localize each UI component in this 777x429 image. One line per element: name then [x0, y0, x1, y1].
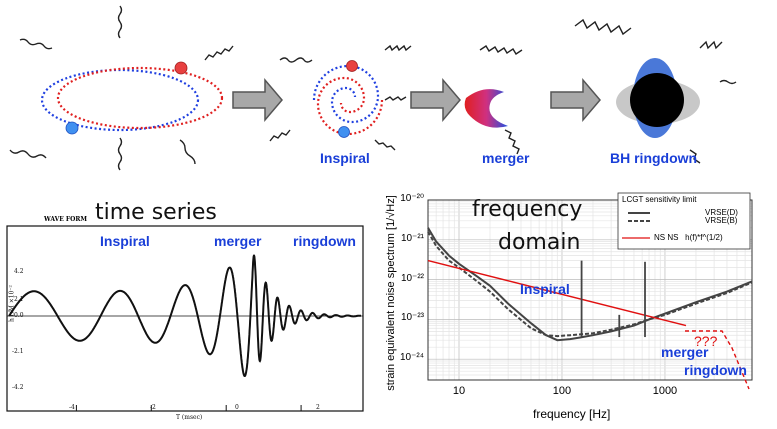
legend-vrse-b: VRSE(B) — [705, 216, 738, 225]
black-hole-diagram — [574, 18, 737, 164]
wave-line — [504, 129, 520, 155]
fd-merger-label: merger — [661, 344, 709, 360]
frequency-heading-line2: domain — [498, 230, 581, 255]
fd-y-tick-label: 10⁻²⁰ — [400, 193, 424, 204]
stage-label-merger: merger — [482, 150, 530, 166]
inspiral-diagram — [269, 44, 412, 151]
legend-ns-signal: NS NS h(f)*f^(1/2) — [654, 233, 723, 242]
fd-x-tick-label: 10 — [452, 385, 466, 397]
ts-xtick: -4 — [69, 404, 75, 411]
ts-merger-label: merger — [214, 233, 262, 249]
wave-line — [269, 129, 291, 142]
wave-line — [384, 44, 412, 52]
fd-x-axis-label: frequency [Hz] — [533, 407, 611, 421]
ts-xtick: 0 — [235, 404, 239, 411]
fd-y-tick-label: 10⁻²² — [400, 272, 424, 284]
wave-line — [117, 137, 123, 171]
ts-ringdown-label: ringdown — [293, 233, 356, 249]
ts-inspiral-label: Inspiral — [100, 233, 150, 249]
wave-line — [719, 79, 737, 85]
wave-line — [204, 45, 234, 61]
wave-line — [179, 139, 196, 165]
wave-line — [9, 149, 47, 159]
wave-line — [117, 5, 123, 39]
fd-y-tick-label: 10⁻²⁴ — [399, 352, 424, 364]
binary-orbit-diagram — [9, 5, 234, 171]
frequency-plot-frame — [427, 199, 753, 381]
fd-y-tick-label: 10⁻²³ — [400, 312, 424, 324]
blue-star — [338, 126, 350, 138]
wave-line — [689, 149, 701, 164]
wave-line — [479, 45, 523, 55]
legend-vrse-d: VRSE(D) — [705, 208, 738, 217]
wave-line — [384, 96, 407, 101]
ts-xtick: 2 — [316, 404, 320, 411]
fd-y-tick-label: 10⁻²¹ — [400, 232, 424, 244]
progression-arrow — [232, 77, 283, 123]
frequency-series — [427, 227, 753, 342]
wave-line — [374, 139, 396, 151]
ts-ytick: 4.2 — [14, 268, 24, 275]
ts-ytick: -2.1 — [12, 348, 24, 355]
ts-ytick: 2.1 — [14, 296, 24, 303]
wave-line — [279, 57, 313, 63]
unknown-question-marks: ??? — [694, 333, 718, 349]
ts-ytick: 0.0 — [14, 312, 24, 319]
legend-title: LCGT sensitivity limit — [622, 195, 697, 204]
ts-x-axis-label: T (msec) — [176, 414, 203, 421]
fd-x-tick-label: 100 — [552, 385, 572, 397]
time-series-heading: time series — [95, 200, 217, 225]
legend-box — [617, 192, 751, 250]
ts-ytick: -4.2 — [12, 384, 24, 391]
progression-arrow — [550, 77, 601, 123]
stage-label-inspiral: Inspiral — [320, 150, 370, 166]
ns-signal-line — [427, 259, 687, 327]
blue-star — [65, 121, 79, 135]
fd-inspiral-label: Inspiral — [520, 281, 570, 297]
waveform-curve — [8, 254, 361, 377]
red-star — [174, 61, 188, 75]
waveform-corner-label: WAVE FORM — [44, 216, 88, 223]
wave-line — [699, 40, 723, 50]
wave-line — [574, 18, 632, 36]
frequency-heading-line1: frequency — [472, 197, 583, 222]
red-star — [346, 60, 358, 72]
time-series-ticks — [75, 405, 302, 411]
vrse-b-curve — [427, 231, 753, 338]
extrapolated-signal — [685, 330, 750, 390]
fd-x-tick-label: 1000 — [652, 385, 678, 397]
fd-ringdown-label: ringdown — [684, 362, 747, 378]
stage-label-ringdown: BH ringdown — [610, 150, 698, 166]
progression-arrow — [410, 77, 461, 123]
merger-diagram — [464, 45, 523, 155]
wave-line — [19, 38, 53, 50]
vrse-d-curve — [427, 227, 753, 342]
ts-xtick: -2 — [150, 404, 156, 411]
